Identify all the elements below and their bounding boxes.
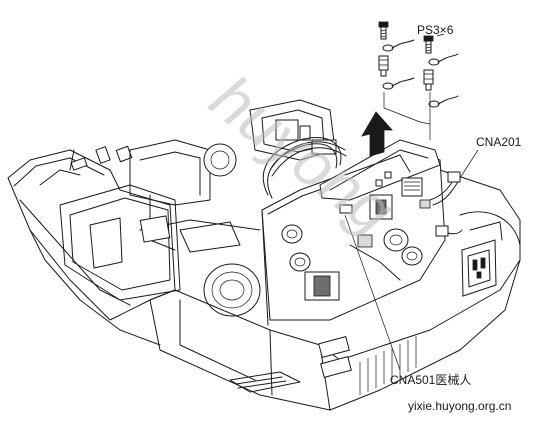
label-cna201: CNA201 [476, 135, 522, 149]
inner-chassis [59, 99, 347, 317]
guide-lines [383, 92, 431, 140]
label-screw: PS3×6 [417, 23, 454, 37]
wire-loop [262, 137, 342, 196]
arrow-up-icon [361, 111, 393, 157]
power-supply-board [261, 139, 463, 326]
screw-icon [378, 21, 434, 54]
standoff-icon [378, 55, 434, 91]
power-inlet-icon [461, 239, 497, 297]
leader-screw [436, 33, 445, 37]
site-url: yixie.huyong.org.cn [408, 399, 511, 413]
label-cna501: CNA501医械人 [390, 372, 471, 387]
vent-slots [359, 336, 417, 395]
housing-main-body [149, 169, 521, 411]
leader-cna501 [344, 214, 401, 371]
ring-terminals [382, 39, 459, 108]
leader-cna201 [459, 149, 479, 179]
